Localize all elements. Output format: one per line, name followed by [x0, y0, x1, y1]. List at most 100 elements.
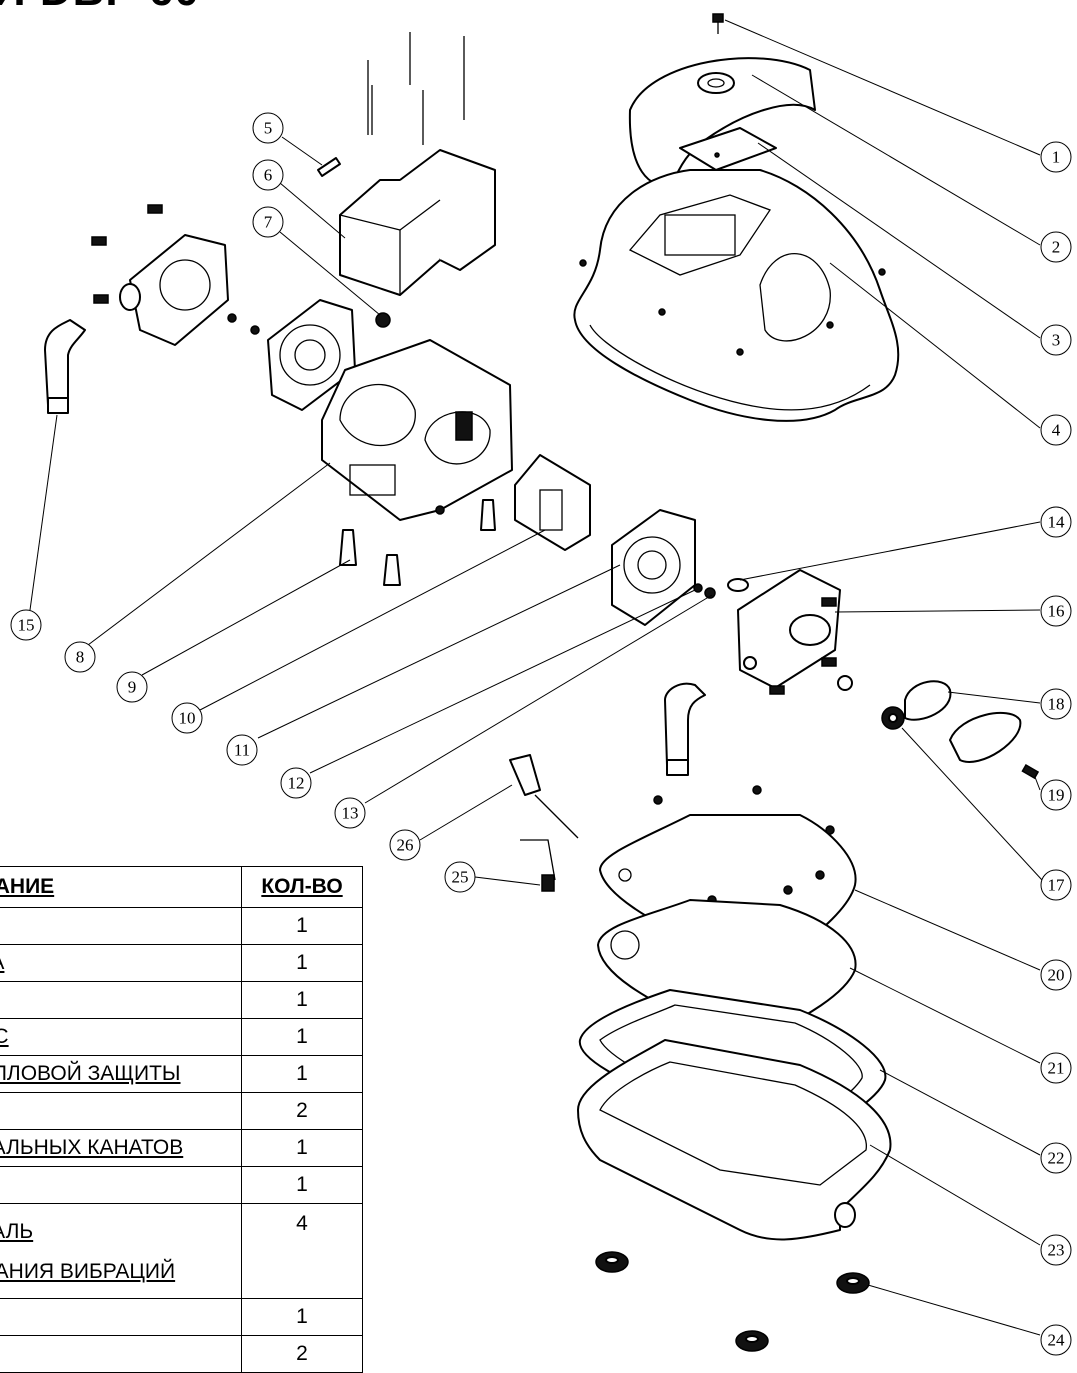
part-nameplate: [679, 127, 777, 171]
svg-text:8: 8: [76, 648, 85, 667]
svg-text:14: 14: [1048, 513, 1066, 532]
row-description: [0, 981, 242, 1019]
callout-5: 5: [252, 112, 284, 144]
svg-text:22: 22: [1048, 1149, 1065, 1168]
row-qty: 1: [241, 1166, 363, 1204]
row-qty: 1: [241, 1018, 363, 1056]
part-upper-housing: [573, 169, 900, 422]
table-row: СТАЛЬНЫХ КАНАТОВ 1: [0, 1129, 363, 1167]
callout-22: 22: [1040, 1142, 1072, 1174]
callout-17: 17: [1040, 869, 1072, 901]
part-elbow-15: [44, 319, 86, 414]
svg-text:19: 19: [1048, 786, 1065, 805]
row-qty: 1: [241, 944, 363, 982]
svg-text:25: 25: [452, 868, 469, 887]
part-magnet-10: [514, 454, 591, 551]
parts-table: ИСАНИЕ КОЛ-ВО Т 1 ТРА 1 1 ПУС 1 ТЕПЛОВОЙ…: [0, 866, 363, 1373]
svg-text:15: 15: [18, 616, 35, 635]
table-header-row: ИСАНИЕ КОЛ-ВО: [0, 866, 363, 908]
row-description-line1: ЕТАЛЬ: [0, 1220, 34, 1243]
svg-text:7: 7: [264, 213, 273, 232]
row-qty: 4: [241, 1203, 363, 1299]
callout-16: 16: [1040, 595, 1072, 627]
callout-15: 15: [10, 609, 42, 641]
callout-21: 21: [1040, 1052, 1072, 1084]
part-valves: [339, 499, 496, 586]
row-description: [0, 1335, 242, 1373]
svg-text:18: 18: [1048, 695, 1065, 714]
svg-text:24: 24: [1048, 1331, 1066, 1350]
callout-19: 19: [1040, 779, 1072, 811]
row-qty: 1: [241, 981, 363, 1019]
part-base-23: [577, 1039, 892, 1241]
svg-text:12: 12: [288, 774, 305, 793]
part-diaphragm-left: [227, 299, 356, 411]
table-row: ТРА 1: [0, 944, 363, 982]
part-nut-7: [375, 312, 391, 328]
callout-9: 9: [116, 671, 148, 703]
callout-8: 8: [64, 641, 96, 673]
table-row: ЕТАЛЬ ОВАНИЯ ВИБРАЦИЙ 4: [0, 1203, 363, 1299]
part-right-head: [737, 569, 853, 695]
column-header-qty: КОЛ-ВО: [241, 866, 363, 908]
callout-11: 11: [226, 734, 258, 766]
row-description: ЕТАЛЬ ОВАНИЯ ВИБРАЦИЙ: [0, 1203, 242, 1299]
part-bolt-5: [317, 157, 341, 177]
row-qty: 2: [241, 1092, 363, 1130]
row-description: ТРА: [0, 944, 242, 982]
callout-24: 24: [1040, 1324, 1072, 1356]
callout-13: 13: [334, 797, 366, 829]
table-row: 1: [0, 1298, 363, 1336]
callout-25: 25: [444, 861, 476, 893]
part-feet: [595, 1251, 870, 1352]
part-rods: [367, 32, 465, 145]
svg-text:2: 2: [1052, 238, 1061, 257]
callout-1: 1: [1040, 141, 1072, 173]
part-transformer: [339, 149, 496, 296]
row-qty: 1: [241, 1129, 363, 1167]
callout-3: 3: [1040, 324, 1072, 356]
row-description: [0, 1298, 242, 1336]
table-row: ТЕПЛОВОЙ ЗАЩИТЫ 1: [0, 1055, 363, 1093]
callout-6: 6: [252, 159, 284, 191]
part-frame: [321, 339, 513, 521]
table-row: 2: [0, 1335, 363, 1373]
svg-text:17: 17: [1048, 876, 1066, 895]
svg-text:5: 5: [264, 119, 273, 138]
callout-10: 10: [171, 702, 203, 734]
svg-text:20: 20: [1048, 966, 1065, 985]
callout-12: 12: [280, 767, 312, 799]
part-elbow-right: [664, 682, 706, 776]
table-row: Т 1: [0, 907, 363, 945]
column-header-description: ИСАНИЕ: [0, 866, 242, 908]
callout-20: 20: [1040, 959, 1072, 991]
leader-lines: [29, 19, 1043, 1336]
callout-18: 18: [1040, 688, 1072, 720]
page-title: Я DBF-60: [0, 0, 200, 16]
svg-text:1: 1: [1052, 148, 1061, 167]
svg-text:26: 26: [397, 836, 414, 855]
callout-7: 7: [252, 206, 284, 238]
part-power-cord: [509, 754, 579, 892]
row-qty: 1: [241, 1055, 363, 1093]
part-filter: [881, 680, 1040, 780]
table-row: 1: [0, 981, 363, 1019]
row-description: ПУС: [0, 1018, 242, 1056]
table-row: ИТ 2: [0, 1092, 363, 1130]
row-description: СТАЛЬНЫХ КАНАТОВ: [0, 1129, 242, 1167]
row-description: ИТ: [0, 1092, 242, 1130]
callout-23: 23: [1040, 1234, 1072, 1266]
part-left-head: [91, 204, 229, 346]
svg-text:21: 21: [1048, 1059, 1065, 1078]
svg-text:16: 16: [1048, 602, 1065, 621]
svg-text:13: 13: [342, 804, 359, 823]
table-row: И 1: [0, 1166, 363, 1204]
callout-2: 2: [1040, 231, 1072, 263]
callout-26: 26: [389, 829, 421, 861]
part-diaphragm-right: [611, 509, 696, 626]
row-description: И: [0, 1166, 242, 1204]
svg-text:9: 9: [128, 678, 137, 697]
svg-text:3: 3: [1052, 331, 1061, 350]
svg-text:23: 23: [1048, 1241, 1065, 1260]
